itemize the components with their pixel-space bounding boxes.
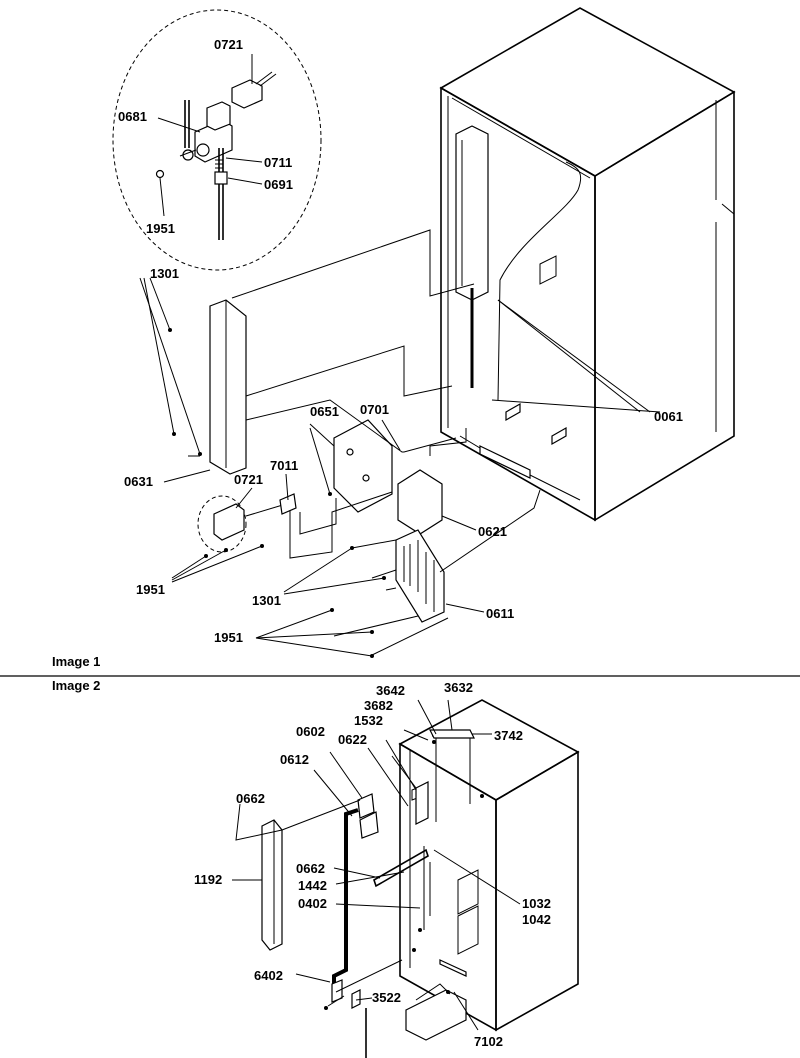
image2-screws <box>324 740 484 1010</box>
refrigerator-cabinet-2 <box>373 699 580 1032</box>
part-label: 0402 <box>298 896 327 911</box>
part-label: 0061 <box>654 409 683 424</box>
image1-drawing <box>112 7 736 658</box>
part-label: 0721 <box>234 472 263 487</box>
caption-group: Image 1 Image 2 <box>52 654 100 693</box>
image2-leader-lines <box>232 699 521 1031</box>
side-panel <box>261 819 283 951</box>
part-label: 1951 <box>136 582 165 597</box>
image2-caption: Image 2 <box>52 678 100 693</box>
part-label: 1032 <box>522 896 551 911</box>
part-label: 1442 <box>298 878 327 893</box>
image1-caption: Image 1 <box>52 654 100 669</box>
part-label: 1951 <box>146 221 175 236</box>
part-label: 7011 <box>270 458 298 473</box>
cover-box <box>397 469 443 535</box>
part-label: 3682 <box>364 698 393 713</box>
part-label: 0662 <box>296 861 325 876</box>
part-label: 0612 <box>280 752 309 767</box>
image1-part-labels: 0721 0681 0711 0691 1951 1301 0651 0701 … <box>118 37 683 645</box>
part-label: 3522 <box>372 990 401 1005</box>
part-label: 7102 <box>474 1034 503 1049</box>
part-label: 0711 <box>264 155 292 170</box>
part-label: 0621 <box>478 524 507 539</box>
part-label: 0691 <box>264 177 293 192</box>
part-label: 6402 <box>254 968 283 983</box>
image2-drawing <box>232 699 580 1058</box>
part-label: 1532 <box>354 713 383 728</box>
detail-inset-circle <box>112 9 322 271</box>
part-label: 3642 <box>376 683 405 698</box>
part-label: 0701 <box>360 402 389 417</box>
part-label: 0721 <box>214 37 243 52</box>
drain-tray <box>405 983 467 1041</box>
part-label: 0651 <box>310 404 339 419</box>
bracket <box>333 419 393 513</box>
lower-valve <box>197 493 297 553</box>
part-label: 3632 <box>444 680 473 695</box>
back-panel <box>209 299 247 475</box>
part-label: 0611 <box>486 606 514 621</box>
part-label: 0602 <box>296 724 325 739</box>
part-label: 0662 <box>236 791 265 806</box>
part-label: 0622 <box>338 732 367 747</box>
part-label: 3742 <box>494 728 523 743</box>
part-label: 1192 <box>194 872 222 887</box>
inset-valve-assembly <box>155 71 277 240</box>
part-label: 1042 <box>522 912 551 927</box>
part-label: 1951 <box>214 630 243 645</box>
part-label: 0681 <box>118 109 147 124</box>
grille <box>395 529 445 623</box>
image2-part-labels: 3642 3632 3682 1532 0602 0622 3742 0612 … <box>194 680 551 1049</box>
part-label: 1301 <box>150 266 179 281</box>
part-label: 1301 <box>252 593 281 608</box>
tube-assembly <box>331 793 379 1058</box>
part-label: 0631 <box>124 474 153 489</box>
image1-label-leaders <box>139 54 651 657</box>
refrigerator-cabinet <box>439 7 736 522</box>
image1-leader-lines <box>188 229 661 657</box>
